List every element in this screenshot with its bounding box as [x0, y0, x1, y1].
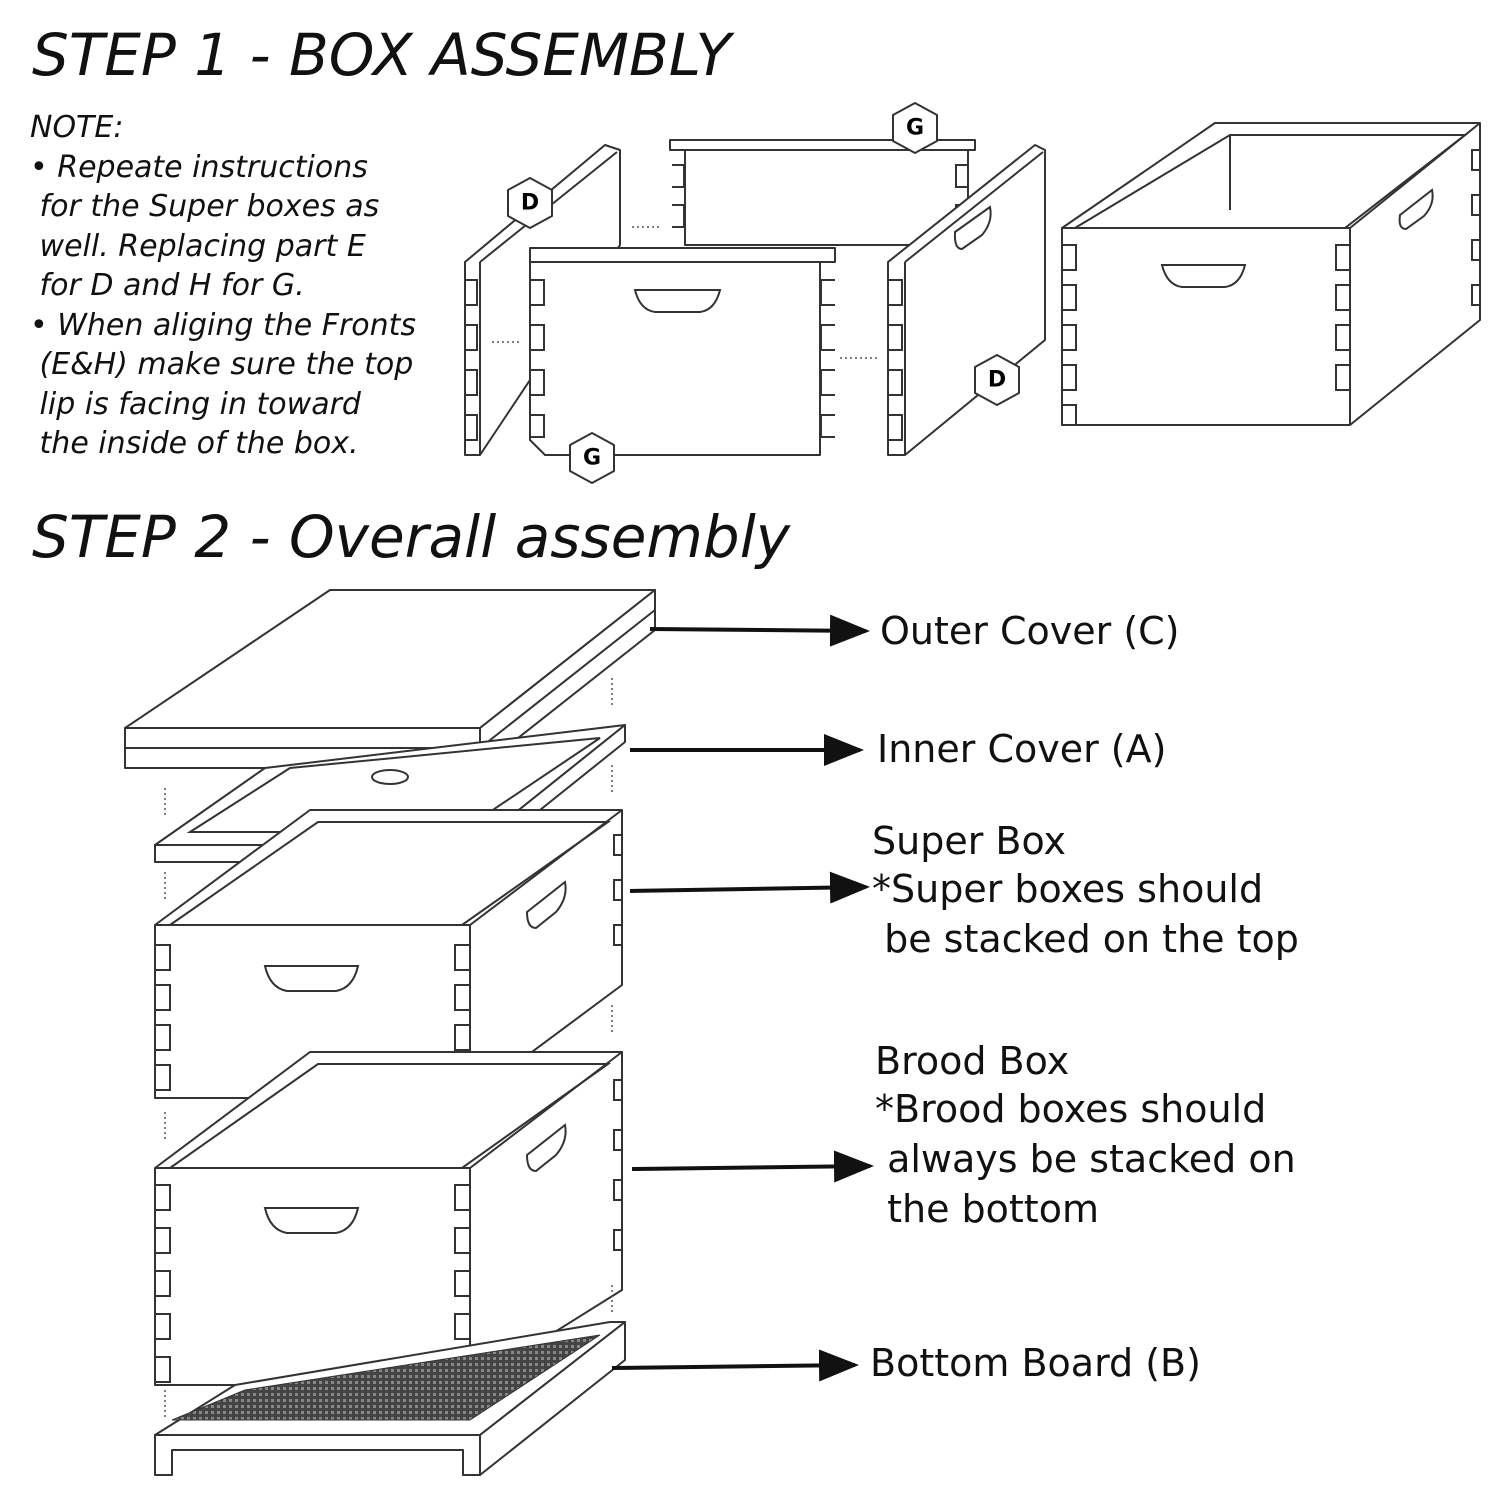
label-super-box: Super Box: [872, 819, 1067, 863]
hex-label-g-back: G: [892, 102, 938, 154]
assembly-arrows: [492, 226, 880, 359]
part-label: G: [906, 116, 924, 141]
label-brood-box: Brood Box: [875, 1039, 1070, 1083]
right-panel-d: [887, 144, 1046, 456]
front-panel-g: [529, 247, 836, 456]
outer-cover: [124, 589, 656, 769]
note-line: (E&H) make sure the top: [30, 347, 414, 382]
pointer-arrows: [611, 614, 874, 1382]
part-label: D: [521, 191, 539, 216]
label-super-box-note: *Super boxes should: [872, 867, 1264, 911]
label-super-box-note: be stacked on the top: [872, 917, 1299, 961]
assembled-box: [1061, 122, 1481, 426]
note-line: NOTE:: [30, 110, 124, 145]
brood-box: [154, 1051, 623, 1386]
note-line: • Repeate instructions: [30, 149, 368, 185]
note-line: for the Super boxes as: [30, 189, 380, 224]
note-line: for D and H for G.: [30, 268, 305, 303]
step1-title: STEP 1 - BOX ASSEMBLY: [32, 21, 731, 89]
label-inner-cover: Inner Cover (A): [877, 727, 1167, 771]
note-line: the inside of the box.: [30, 426, 359, 461]
label-bottom-board: Bottom Board (B): [870, 1341, 1201, 1385]
label-brood-box-note: *Brood boxes should: [875, 1087, 1267, 1131]
label-brood-box-note: always be stacked on: [875, 1137, 1296, 1181]
back-panel-g: [669, 139, 976, 246]
hex-label-d-right: D: [974, 354, 1020, 406]
label-brood-box-note: the bottom: [875, 1187, 1099, 1231]
part-label: D: [988, 368, 1006, 393]
hex-label-d-left: D: [507, 177, 553, 229]
stack-guide-arrows: [164, 678, 613, 1420]
step2-title: STEP 2 - Overall assembly: [32, 503, 791, 571]
step1-note: NOTE: • Repeate instructions for the Sup…: [30, 108, 416, 464]
hex-label-g-front: G: [569, 432, 615, 484]
note-line: well. Replacing part E: [30, 228, 366, 264]
note-line: • When aliging the Fronts: [30, 307, 417, 343]
part-label: G: [583, 446, 601, 471]
label-outer-cover: Outer Cover (C): [880, 609, 1180, 653]
note-line: lip is facing in toward: [30, 386, 361, 422]
bottom-board: [154, 1321, 626, 1476]
